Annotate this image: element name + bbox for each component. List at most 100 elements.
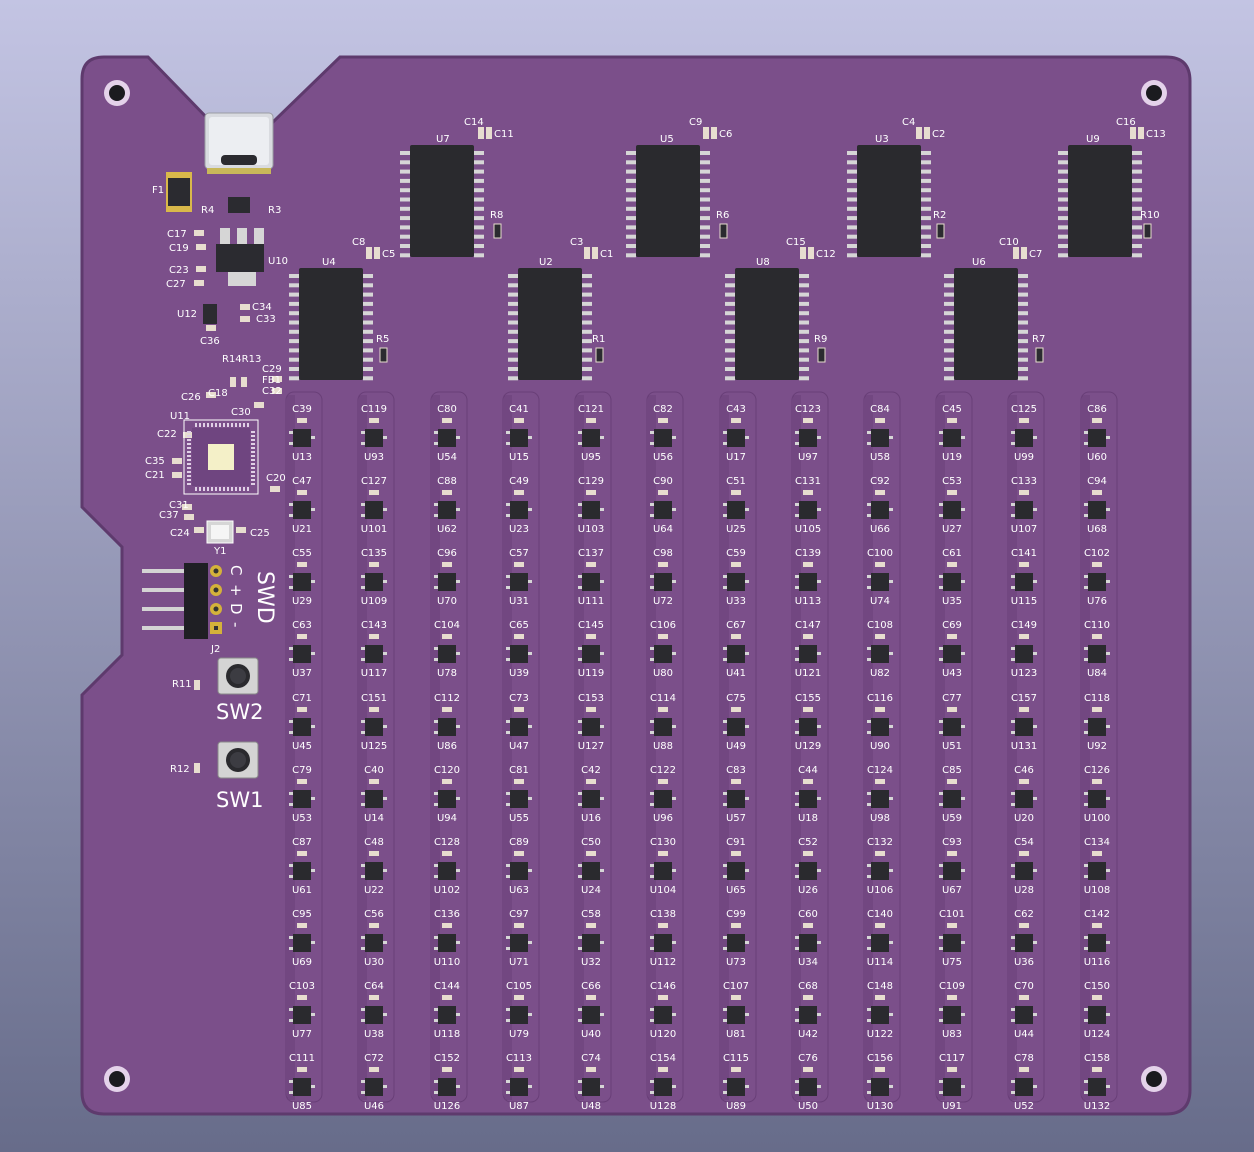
u-label: U19	[942, 452, 962, 463]
sot-part	[582, 429, 600, 447]
decoupling-cap	[442, 490, 452, 495]
sot-part	[293, 790, 311, 808]
u-label: U56	[653, 452, 673, 463]
u-label: U42	[798, 1029, 818, 1040]
label-c18: C18	[208, 388, 228, 399]
ic-ref-label: U3	[875, 134, 889, 145]
cap-label: C67	[726, 620, 746, 631]
sot-part	[654, 862, 672, 880]
u-label: U24	[581, 885, 601, 896]
cap-label: C142	[1084, 909, 1110, 920]
label-c31: C31	[169, 500, 189, 511]
fuse-f1	[166, 172, 192, 212]
u-label: U30	[364, 957, 384, 968]
u-label: U15	[509, 452, 529, 463]
switch-sw1[interactable]	[217, 741, 259, 779]
decoupling-cap	[947, 779, 957, 784]
sot-part	[799, 1006, 817, 1024]
resistor-label: R2	[933, 210, 946, 221]
cap-label: C153	[578, 693, 604, 704]
decoupling-cap	[369, 562, 379, 567]
cap-label: C146	[650, 981, 676, 992]
cap-label: C152	[434, 1053, 460, 1064]
cap-label: C79	[292, 765, 312, 776]
label-f1: F1	[152, 185, 164, 196]
sot-part	[727, 1078, 745, 1096]
sot-part	[799, 645, 817, 663]
u-label: U91	[942, 1101, 962, 1112]
label-c21: C21	[145, 470, 165, 481]
sot-part	[799, 862, 817, 880]
decoupling-cap	[514, 1067, 524, 1072]
sot-part	[727, 790, 745, 808]
cap-label: C8	[352, 237, 365, 248]
sot-part	[654, 1078, 672, 1096]
sot-part	[654, 573, 672, 591]
cap-label: C80	[437, 404, 457, 415]
sot-part	[365, 718, 383, 736]
cap-label: C143	[361, 620, 387, 631]
cap-label: C49	[509, 476, 529, 487]
sot-part	[654, 790, 672, 808]
resistor-label: R8	[490, 210, 503, 221]
u-label: U82	[870, 668, 890, 679]
sot-part	[1088, 934, 1106, 952]
decoupling-cap	[658, 923, 668, 928]
cap-label: C133	[1011, 476, 1037, 487]
decoupling-cap	[442, 562, 452, 567]
sot-part	[1088, 862, 1106, 880]
decoupling-cap	[875, 490, 885, 495]
u-label: U121	[795, 668, 821, 679]
sot-part	[582, 573, 600, 591]
sot-part	[365, 1006, 383, 1024]
sot-part	[799, 718, 817, 736]
sot-part	[871, 501, 889, 519]
decoupling-cap	[369, 995, 379, 1000]
u-label: U26	[798, 885, 818, 896]
cap-label: C141	[1011, 548, 1037, 559]
decoupling-cap	[658, 1067, 668, 1072]
cap-label: C137	[578, 548, 604, 559]
label-fb1: FB1	[262, 375, 281, 386]
cap-label: C60	[798, 909, 818, 920]
label-c35: C35	[145, 456, 165, 467]
sot-part	[1088, 429, 1106, 447]
u-label: U45	[292, 741, 312, 752]
label-u10: U10	[268, 256, 288, 267]
switch-sw2[interactable]	[217, 657, 259, 695]
sot-part	[510, 934, 528, 952]
sot-part	[293, 718, 311, 736]
cap-label: C155	[795, 693, 821, 704]
u-label: U103	[578, 524, 604, 535]
sot-part	[654, 934, 672, 952]
cap-label: C46	[1014, 765, 1034, 776]
sot-part	[510, 429, 528, 447]
u-label: U25	[726, 524, 746, 535]
ic-ref-label: U4	[322, 257, 336, 268]
sot-part	[293, 645, 311, 663]
decoupling-cap	[947, 995, 957, 1000]
cap-label: C157	[1011, 693, 1037, 704]
decoupling-cap	[1092, 923, 1102, 928]
decoupling-cap	[803, 490, 813, 495]
sot-part	[799, 790, 817, 808]
cap-label: C104	[434, 620, 460, 631]
cap-label: C102	[1084, 548, 1110, 559]
